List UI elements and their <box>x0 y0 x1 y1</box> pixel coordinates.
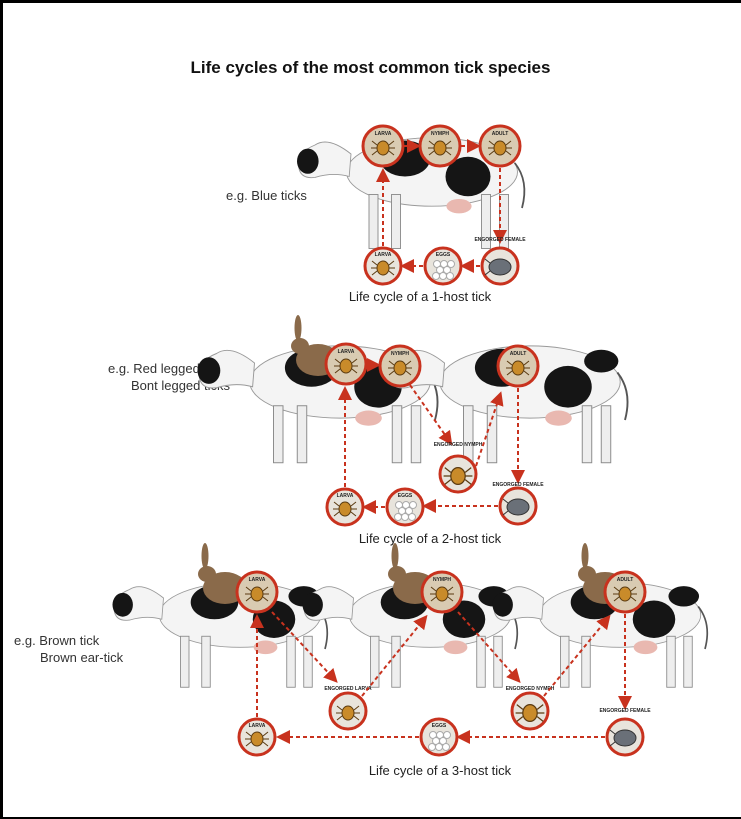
stage-engorged-female <box>607 719 643 755</box>
stage-eggs: EGGS <box>387 489 423 525</box>
label-engorged-nymph: ENGORGED NYMPH <box>506 686 555 692</box>
svg-text:LARVA: LARVA <box>375 252 392 258</box>
stage-engorged-nymph <box>440 456 476 492</box>
stage-engorged-nymph <box>512 693 548 729</box>
svg-text:LARVA: LARVA <box>249 723 266 729</box>
stage-eggs: EGGS <box>425 248 461 284</box>
stage-eggs: EGGS <box>421 719 457 755</box>
svg-text:ADULT: ADULT <box>492 131 509 137</box>
stage-larva-on-host: LARVA <box>237 572 277 612</box>
svg-text:ADULT: ADULT <box>617 577 634 583</box>
stage-adult-on-host: ADULT <box>605 572 645 612</box>
two-host-panel: LARVA NYMPH ADULT ENGORGED NYMPH ENGORGE… <box>198 315 628 525</box>
stage-larva-on-host: LARVA <box>363 126 403 166</box>
stage-nymph-on-host: NYMPH <box>420 126 460 166</box>
svg-text:LARVA: LARVA <box>249 577 266 583</box>
svg-text:EGGS: EGGS <box>398 493 413 499</box>
three-host-panel: LARVA NYMPH ADULT ENGORGED LARVA ENGORGE… <box>113 543 708 755</box>
one-host-panel: LARVA NYMPH ADULT ENGORGED FEMALE EGGS <box>297 126 526 284</box>
label-engorged-larva: ENGORGED LARVA <box>324 686 372 692</box>
label-engorged-female: ENGORGED FEMALE <box>474 237 526 243</box>
svg-text:LARVA: LARVA <box>375 131 392 137</box>
stage-engorged-female <box>500 488 536 524</box>
label-engorged-female: ENGORGED FEMALE <box>599 708 651 714</box>
svg-text:ADULT: ADULT <box>510 351 527 357</box>
stage-nymph-on-host: NYMPH <box>422 572 462 612</box>
svg-text:EGGS: EGGS <box>436 252 451 258</box>
svg-text:LARVA: LARVA <box>338 349 355 355</box>
svg-text:NYMPH: NYMPH <box>391 351 409 357</box>
stage-larva: LARVA <box>327 489 363 525</box>
stage-larva: LARVA <box>365 248 401 284</box>
stage-engorged-larva <box>330 693 366 729</box>
svg-text:LARVA: LARVA <box>337 493 354 499</box>
svg-text:NYMPH: NYMPH <box>431 131 449 137</box>
stage-larva: LARVA <box>239 719 275 755</box>
svg-text:NYMPH: NYMPH <box>433 577 451 583</box>
label-engorged-nymph: ENGORGED NYMPH <box>434 442 483 448</box>
stage-nymph-on-host: NYMPH <box>380 346 420 386</box>
svg-text:EGGS: EGGS <box>432 723 447 729</box>
stage-adult-on-host: ADULT <box>498 346 538 386</box>
stage-larva-on-host: LARVA <box>326 344 366 384</box>
stage-adult-on-host: ADULT <box>480 126 520 166</box>
stage-engorged-female <box>482 248 518 284</box>
